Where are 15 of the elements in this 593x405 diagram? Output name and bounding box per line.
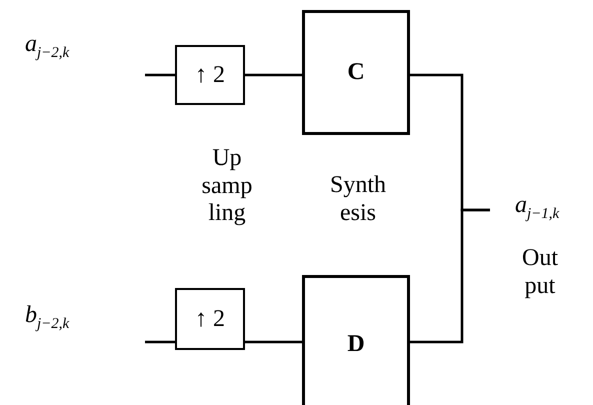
connector-line	[245, 74, 302, 76]
signal-label: a$_{j−2,k}$	[25, 32, 70, 61]
stage-label: Out put	[522, 245, 558, 300]
stage-label: Up samp ling	[202, 145, 252, 228]
signal-label: b$_{j−2,k}$	[25, 303, 70, 332]
connector-line	[410, 208, 490, 344]
upsampler-box: ↑ 2	[175, 45, 245, 105]
signal-label: a$_{j−1,k}$	[515, 193, 560, 222]
filter-box: C	[302, 10, 410, 135]
upsampler-box: ↑ 2	[175, 288, 245, 350]
connector-line	[145, 340, 175, 344]
filter-box: D	[302, 275, 410, 405]
stage-label: Synth esis	[330, 172, 386, 228]
connector-line	[145, 74, 175, 76]
connector-line	[245, 340, 302, 344]
